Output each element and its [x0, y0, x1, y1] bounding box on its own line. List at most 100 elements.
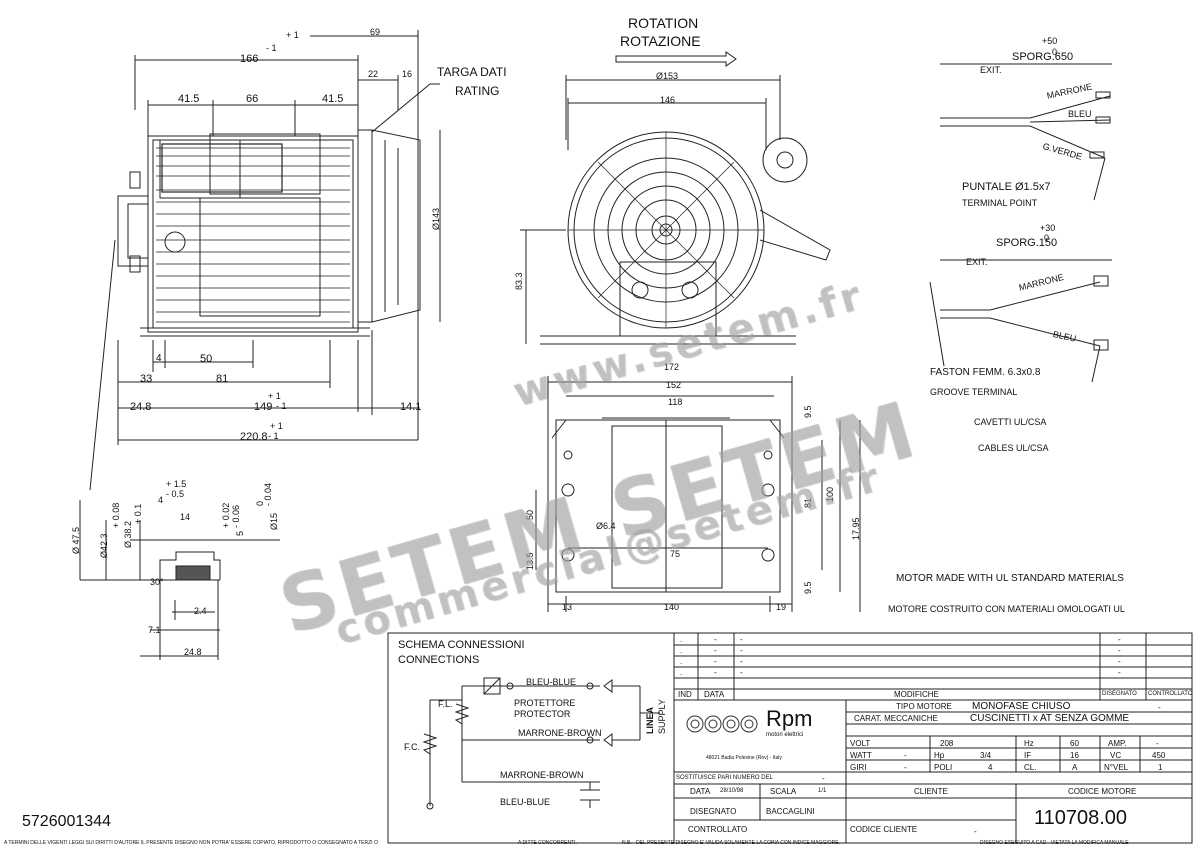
legal-right: DISEGNO ESEGUITO A CAD - VIETATA LA MODI… [980, 840, 1129, 846]
dim-24-8: 24.8 [130, 401, 152, 413]
rev-row-1-dash-3: - [1118, 635, 1121, 644]
shaft-detail [79, 500, 280, 660]
hdr-ind: IND [678, 690, 692, 699]
protector-label-en: PROTECTOR [514, 709, 571, 719]
wire-label-marrone-brown-1: MARRONE-BROWN [518, 728, 602, 738]
company-address: 48021 Badia Polesine (Rov) - Italy [706, 755, 782, 761]
cliente-label: CLIENTE [914, 787, 948, 796]
shaft-tol-1-5: + 1.5 [166, 479, 187, 489]
cable-drawing-bottom [929, 259, 1112, 383]
front-view [520, 75, 831, 345]
winding-fc: F.C. [404, 742, 421, 752]
dim-41-5-right: 41.5 [322, 93, 344, 105]
dim-17-95: 17.95 [851, 517, 861, 540]
rev-row-4-dash-2: - [740, 668, 743, 677]
ul-note-it: MOTORE COSTRUITO CON MATERIALI OMOLOGATI… [888, 604, 1125, 614]
supply-label-it: LINEA [645, 707, 655, 734]
rev-row-2-dash-3: - [1118, 646, 1121, 655]
sporg-650-tol-minus: 0 [1052, 47, 1058, 57]
dim-149-tol-plus: + 1 [268, 391, 281, 401]
watt-label: WATT [850, 751, 872, 760]
wire-label-bleu-blue-bottom: BLEU-BLUE [500, 797, 551, 807]
rev-row-3-dash-2: - [740, 657, 743, 666]
amp-label: AMP. [1108, 739, 1127, 748]
dim-146: 146 [660, 95, 676, 105]
shaft-d2-4: 2.4 [194, 606, 207, 616]
rotation-arrow [615, 51, 737, 67]
hp-value: 3/4 [980, 751, 992, 760]
dim-166-tol-minus: - 1 [266, 43, 277, 53]
rev-row-3-dash: - [714, 657, 717, 666]
scala-value: 1/1 [818, 788, 827, 794]
dim-16: 16 [402, 69, 413, 79]
sostituisce-value: - [822, 774, 825, 783]
dim-81: 81 [216, 373, 229, 385]
dim-166-tol-plus: + 1 [286, 30, 299, 40]
controllato-label: CONTROLLATO [688, 825, 748, 834]
shaft-d5: 5 [235, 530, 245, 536]
volt-label: VOLT [850, 739, 871, 748]
dim-69: 69 [370, 27, 381, 37]
poli-label: POLI [934, 763, 953, 772]
vc-value: 450 [1152, 751, 1166, 760]
rev-row-1-dot: . [680, 635, 683, 644]
nvel-label: N°VEL [1104, 763, 1129, 772]
data-label: DATA [690, 787, 711, 796]
rev-row-2-dash-2: - [740, 646, 743, 655]
shaft-d47-5: Ø 47.5 [71, 526, 81, 554]
shaft-d14: 14 [180, 512, 191, 522]
codice-motore-label: CODICE MOTORE [1068, 787, 1137, 796]
dim-4: 4 [156, 353, 162, 364]
rev-row-3-dot: . [680, 657, 683, 666]
dim-220-tol-minus: - 1 [268, 431, 279, 441]
rev-row-3-dash-3: - [1118, 657, 1121, 666]
cavetti-label: CAVETTI UL/CSA [974, 417, 1047, 427]
ul-note-en: MOTOR MADE WITH UL STANDARD MATERIALS [896, 573, 1124, 584]
if-label: IF [1024, 751, 1032, 760]
carat-value: CUSCINETTI x AT SENZA GOMME [970, 713, 1130, 724]
disegnato-value: BACCAGLINI [766, 807, 815, 816]
dim-172: 172 [664, 362, 680, 372]
sporg-650: SPORG.650 [1012, 51, 1074, 63]
sostituisce-label: SOSTITUISCE PARI NUMERO DEL [676, 775, 773, 781]
codice-motore-value: 110708.00 [1034, 807, 1128, 829]
scala-label: SCALA [770, 787, 797, 796]
sporg-150: SPORG.150 [996, 237, 1058, 249]
dim-153: Ø153 [656, 71, 679, 81]
hdr-data: DATA [704, 690, 725, 699]
winding-fl: F.L. [438, 699, 453, 709]
if-value: 16 [1070, 751, 1079, 760]
dim-143: Ø143 [431, 207, 441, 230]
volt-value: 208 [940, 739, 954, 748]
rev-row-1-dash-2: - [740, 635, 743, 644]
schema-title-it: SCHEMA CONNESSIONI [398, 639, 525, 651]
rev-row-1-dash: - [714, 635, 717, 644]
dim-220-tol-plus: + 1 [270, 421, 283, 431]
disegnato-label: DISEGNATO [690, 807, 737, 816]
cl-value: A [1072, 763, 1078, 772]
rotation-label-it: ROTAZIONE [620, 33, 701, 49]
hdr-disegnato: DISEGNATO [1102, 691, 1137, 697]
sporg-650-tol: +50 [1042, 36, 1058, 46]
dim-152: 152 [666, 380, 682, 390]
shaft-d4: 4 [158, 495, 164, 505]
watt-value: - [904, 751, 907, 760]
rev-row-2-dot: . [680, 646, 683, 655]
sporg-150-tol: +30 [1040, 223, 1056, 233]
dim-166-value: 166 [240, 53, 259, 65]
exit-label-top: EXIT. [980, 65, 1002, 75]
rating-label-it: TARGA DATI [437, 65, 507, 79]
dim-33: 33 [140, 373, 153, 385]
vc-label: VC [1110, 751, 1122, 760]
dim-149: 149 [254, 401, 273, 413]
terminal-point-en: TERMINAL POINT [962, 198, 1038, 208]
carat-label: CARAT. MECCANICHE [854, 714, 938, 723]
shaft-d42-tol: + 0.08 [111, 502, 121, 528]
cl-label: CL. [1024, 763, 1037, 772]
legal-left: A TERMINI DELLE VIGENTI LEGGI SUI DIRITT… [4, 840, 378, 846]
hdr-controllato: CONTROLLATO [1148, 691, 1193, 697]
company-logo [686, 715, 758, 733]
shaft-d7-1: 7.1 [148, 625, 161, 635]
base-view [535, 376, 861, 612]
